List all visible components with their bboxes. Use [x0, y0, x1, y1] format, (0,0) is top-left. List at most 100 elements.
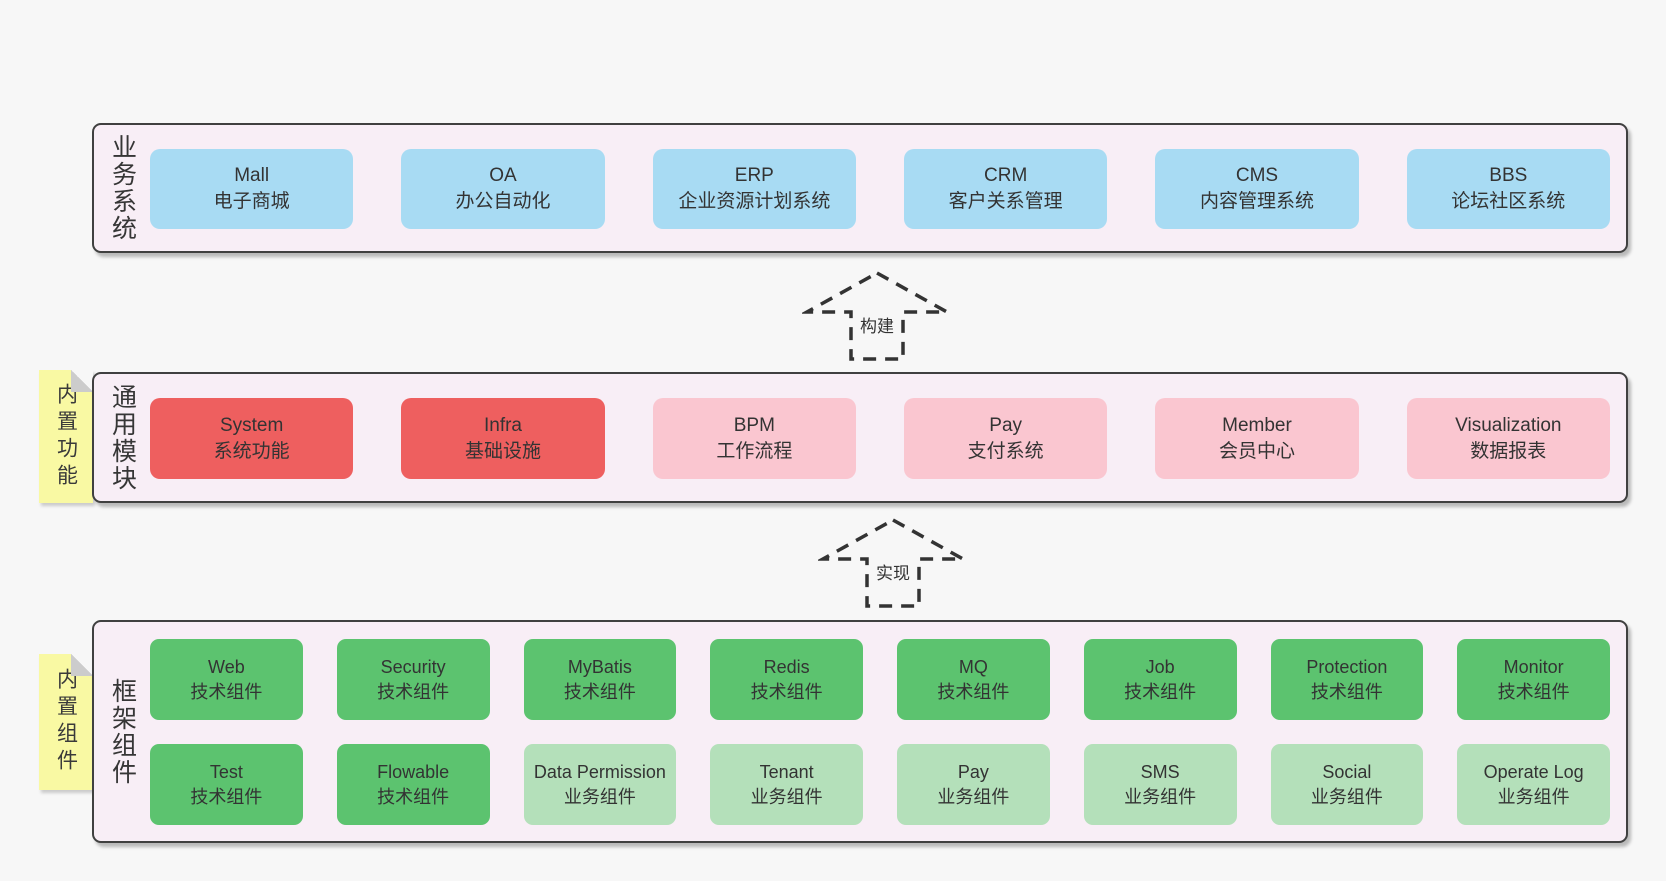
box-member: Member 会员中心 [1155, 398, 1359, 479]
box-title: Web [208, 656, 245, 677]
box-redis: Redis 技术组件 [710, 639, 863, 720]
box-sms: SMS 业务组件 [1083, 744, 1237, 825]
box-oa: OA 办公自动化 [401, 149, 605, 229]
box-title: Monitor [1503, 656, 1564, 677]
build-arrow-label: 构建 [856, 311, 898, 338]
business-box-row: Mall 电子商城 OA 办公自动化 ERP 企业资源计划系统 CRM 客户关系… [150, 125, 1626, 251]
box-subtitle: 工作流程 [716, 440, 793, 462]
box-subtitle: 业务组件 [1497, 786, 1570, 807]
box-infra: Infra 基础设施 [401, 398, 605, 479]
box-title: Pay [957, 761, 989, 782]
box-title: BBS [1489, 165, 1528, 186]
box-subtitle: 论坛社区系统 [1451, 191, 1566, 212]
box-mall: Mall 电子商城 [150, 149, 354, 229]
box-subtitle: 技术组件 [190, 786, 263, 807]
box-subtitle: 技术组件 [750, 681, 823, 702]
note-label: 内置功能 [54, 382, 78, 491]
sticky-note-built-in-features: 内置功能 [39, 370, 93, 503]
box-visualization: Visualization 数据报表 [1406, 398, 1610, 479]
box-subtitle: 技术组件 [190, 681, 263, 702]
box-subtitle: 技术组件 [563, 681, 636, 702]
box-operate-log: Operate Log 业务组件 [1457, 744, 1610, 825]
box-security: Security 技术组件 [336, 639, 490, 720]
box-tenant: Tenant 业务组件 [710, 744, 863, 825]
box-title: Tenant [759, 761, 814, 782]
components-row-2: Test 技术组件 Flowable 技术组件 Data Permission … [150, 744, 1610, 825]
box-title: ERP [734, 165, 774, 186]
box-subtitle: 技术组件 [1310, 681, 1383, 702]
box-subtitle: 技术组件 [1497, 681, 1570, 702]
box-title: Redis [763, 656, 810, 677]
box-subtitle: 技术组件 [377, 786, 450, 807]
box-subtitle: 会员中心 [1218, 440, 1295, 462]
box-title: CRM [984, 165, 1028, 186]
box-title: Data Permission [533, 761, 666, 782]
box-subtitle: 基础设施 [464, 440, 541, 462]
box-subtitle: 客户关系管理 [948, 191, 1063, 212]
box-pay-business: Pay 业务组件 [897, 744, 1050, 825]
box-flowable: Flowable 技术组件 [336, 744, 490, 825]
box-subtitle: 业务组件 [750, 786, 823, 807]
box-mybatis: MyBatis 技术组件 [523, 639, 677, 720]
box-pay: Pay 支付系统 [903, 398, 1108, 479]
box-subtitle: 数据报表 [1470, 440, 1547, 462]
layer-label-common-modules: 通用模块 [108, 383, 137, 492]
box-subtitle: 业务组件 [937, 786, 1010, 807]
box-subtitle: 业务组件 [1124, 786, 1197, 807]
folded-corner-icon [71, 370, 93, 392]
build-arrow: 构建 [802, 269, 952, 363]
box-data-permission: Data Permission 业务组件 [523, 744, 677, 825]
box-title: Flowable [377, 761, 450, 782]
box-subtitle: 技术组件 [1124, 681, 1197, 702]
box-title: Mall [234, 165, 270, 186]
implement-arrow-label: 实现 [872, 558, 914, 585]
box-title: Visualization [1455, 414, 1562, 436]
box-title: System [219, 414, 284, 436]
box-subtitle: 技术组件 [937, 681, 1010, 702]
box-job: Job 技术组件 [1083, 639, 1237, 720]
box-cms: CMS 内容管理系统 [1155, 149, 1359, 229]
box-title: Test [209, 761, 243, 782]
note-label: 内置组件 [54, 668, 78, 776]
box-web: Web 技术组件 [150, 639, 303, 720]
box-title: Member [1222, 414, 1292, 436]
box-title: Infra [483, 414, 522, 436]
box-title: BPM [733, 414, 775, 436]
box-subtitle: 系统功能 [213, 440, 290, 462]
layer-label-business-systems: 业务系统 [108, 134, 137, 242]
components-row-1: Web 技术组件 Security 技术组件 MyBatis 技术组件 Redi… [150, 639, 1610, 720]
box-subtitle: 技术组件 [377, 681, 450, 702]
layer-business-systems: 业务系统 Mall 电子商城 OA 办公自动化 ERP 企业资源计划系统 CRM… [92, 123, 1628, 253]
box-title: Operate Log [1483, 761, 1584, 782]
layer-label-column: 通用模块 [94, 374, 150, 501]
box-subtitle: 支付系统 [967, 440, 1044, 462]
box-crm: CRM 客户关系管理 [903, 149, 1108, 229]
box-title: MyBatis [567, 656, 632, 677]
layer-framework-components: 框架组件 Web 技术组件 Security 技术组件 MyBatis 技术组件… [92, 620, 1628, 843]
box-subtitle: 电子商城 [213, 191, 290, 212]
box-erp: ERP 企业资源计划系统 [652, 149, 856, 229]
box-title: Protection [1306, 656, 1388, 677]
box-title: CMS [1235, 165, 1279, 186]
modules-box-row: System 系统功能 Infra 基础设施 BPM 工作流程 Pay 支付系统… [150, 374, 1626, 501]
layer-label-framework-components: 框架组件 [108, 677, 137, 786]
sticky-note-built-in-components: 内置组件 [39, 654, 93, 790]
layer-label-column: 业务系统 [94, 125, 150, 251]
box-subtitle: 企业资源计划系统 [678, 191, 831, 212]
box-social: Social 业务组件 [1270, 744, 1424, 825]
box-test: Test 技术组件 [150, 744, 303, 825]
box-subtitle: 办公自动化 [455, 191, 551, 212]
box-title: MQ [958, 656, 988, 677]
box-subtitle: 内容管理系统 [1199, 191, 1314, 212]
box-mq: MQ 技术组件 [897, 639, 1050, 720]
box-title: OA [489, 165, 517, 186]
box-subtitle: 业务组件 [563, 786, 636, 807]
box-title: Pay [989, 414, 1023, 436]
box-bpm: BPM 工作流程 [652, 398, 856, 479]
box-title: Security [380, 656, 446, 677]
box-subtitle: 业务组件 [1310, 786, 1383, 807]
box-title: Job [1145, 656, 1175, 677]
box-monitor: Monitor 技术组件 [1457, 639, 1610, 720]
layer-common-modules: 通用模块 System 系统功能 Infra 基础设施 BPM 工作流程 Pay… [92, 372, 1628, 503]
